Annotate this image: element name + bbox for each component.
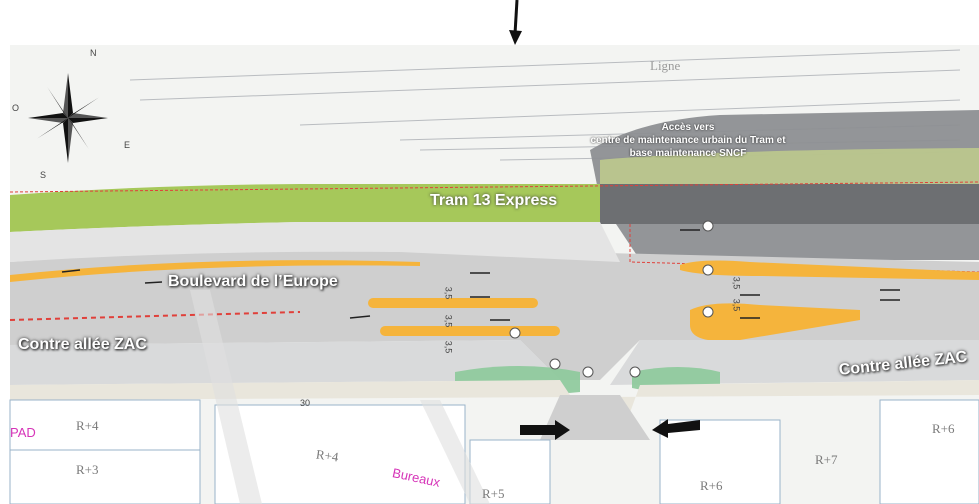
- access-note: Accès vers centre de maintenance urbain …: [548, 121, 828, 160]
- pad-label: PAD: [10, 425, 36, 440]
- building-label: R+4: [315, 446, 340, 465]
- building-label: R+5: [482, 486, 505, 501]
- building-label: R+7: [815, 452, 838, 467]
- dim-label: 3,5: [443, 340, 454, 354]
- access-line-2: centre de maintenance urbain du Tram et: [590, 135, 786, 146]
- compass-n-label: N: [90, 48, 97, 58]
- lane-arrows: [61, 229, 900, 321]
- dim-label: 3,5: [731, 298, 742, 312]
- contre-allee-left-label: Contre allée ZAC: [18, 336, 147, 353]
- boulevard-road: [10, 248, 979, 380]
- building-blocks: [9, 399, 979, 504]
- tram-track-right: [600, 184, 979, 224]
- building-label: R+6: [700, 478, 723, 493]
- dim-label: 3,5: [731, 276, 742, 290]
- dim-label: 3,5: [443, 314, 454, 328]
- boulevard-label: Boulevard de l’Europe: [168, 273, 338, 290]
- compass-s-label: S: [40, 170, 47, 180]
- tram-platform-band-light: [600, 148, 979, 185]
- ligne-label: Ligne: [650, 58, 681, 73]
- building-label: R+4: [76, 418, 99, 433]
- contre-allee-road: [10, 340, 560, 385]
- access-line-1: Accès vers: [661, 122, 715, 133]
- tram-platform-band: [10, 184, 600, 232]
- dim-label: 30: [300, 398, 311, 408]
- compass-e-label: E: [124, 140, 131, 150]
- building-label: R+3: [76, 462, 99, 477]
- traffic-direction-arrows: [520, 419, 700, 440]
- north-arrow-icon: [509, 0, 522, 45]
- tram-label: Tram 13 Express: [430, 192, 558, 209]
- dim-label: 3,5: [443, 286, 454, 300]
- building-label: R+6: [932, 421, 955, 436]
- compass-o-label: O: [12, 103, 20, 113]
- signal-markers: [509, 220, 714, 378]
- access-line-3: base maintenance SNCF: [629, 148, 747, 159]
